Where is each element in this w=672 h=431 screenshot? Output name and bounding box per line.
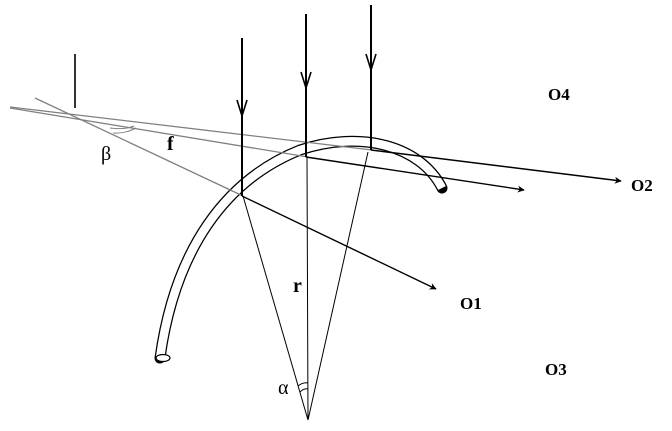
incoming-ray-3-arrow [365, 53, 377, 73]
radius-left [242, 195, 309, 421]
incoming-ray-1-arrow [236, 99, 248, 119]
curved-tube [154, 135, 448, 364]
beta-angle-arc-inner [112, 127, 137, 134]
tube-outer-edge [154, 135, 448, 364]
tube-inner-fill [155, 137, 446, 359]
label-alpha: α [278, 377, 289, 399]
radius-lines [242, 151, 369, 421]
gray-construction-lines [9, 97, 373, 197]
alpha-angle-arc [297, 382, 309, 387]
radius-right [307, 151, 369, 421]
tube-end-opening [155, 353, 171, 363]
label-r: r [293, 275, 302, 297]
label-o4: O4 [548, 85, 570, 104]
gray-line-middle [9, 107, 309, 158]
incoming-rays [236, 5, 377, 196]
incoming-ray-2-arrow [300, 71, 312, 91]
label-o2: O2 [631, 176, 653, 195]
reflected-ray-middle [305, 156, 525, 193]
reflected-ray-o2 [370, 149, 622, 184]
label-beta: β [101, 143, 111, 165]
label-o1: O1 [460, 294, 482, 313]
reflected-ray-o1 [241, 195, 437, 290]
beta-angle-arc [109, 125, 135, 130]
gray-line-upper [9, 106, 373, 151]
alpha-angle-arc-inner [299, 388, 309, 393]
gray-line-lower [34, 97, 244, 197]
label-o3: O3 [545, 360, 567, 379]
radius-middle [306, 157, 309, 421]
reflected-rays [241, 149, 622, 290]
label-f: f [167, 133, 174, 155]
